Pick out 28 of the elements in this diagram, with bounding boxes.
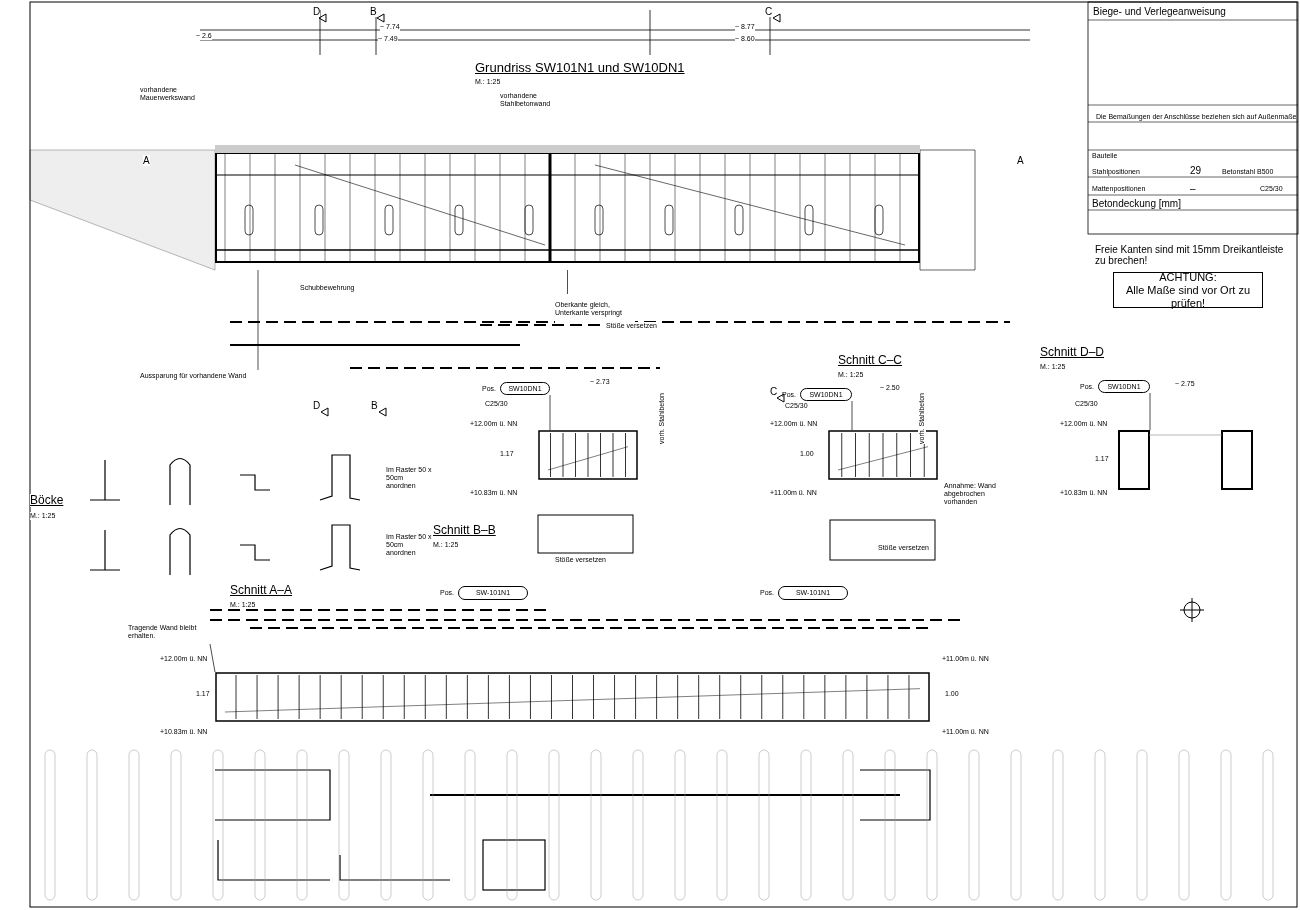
section-letter: B	[371, 400, 378, 411]
leader-line	[257, 269, 259, 371]
view-title: Schnitt B–B	[433, 524, 496, 537]
leader-line	[851, 400, 853, 431]
section-letter: D	[313, 400, 321, 411]
cross-section-drawing	[1118, 430, 1253, 490]
leader-line	[549, 394, 551, 431]
view-title: Schnitt D–D	[1040, 346, 1105, 359]
table-text: 29	[1190, 165, 1202, 176]
view-title: Böcke	[30, 494, 64, 507]
table-text: Biege- und Verlegeanweisung	[1093, 6, 1226, 17]
section-letter: A	[1017, 155, 1024, 166]
view-title: Schnitt C–C	[838, 354, 903, 367]
section-letter: D	[313, 6, 321, 17]
table-text: Betondeckung [mm]	[1092, 198, 1181, 209]
warning-box: ACHTUNG: Alle Maße sind vor Ort zu prüfen!	[1113, 272, 1263, 308]
view-title: Grundriss SW101N1 und SW10DN1	[475, 60, 685, 75]
leader-line	[1149, 392, 1151, 431]
view-title: Schnitt A–A	[230, 584, 293, 597]
section-letter: B	[370, 6, 377, 17]
cross-section-drawing	[538, 430, 638, 480]
leader-line	[567, 269, 568, 295]
leader-line	[209, 643, 216, 673]
section-letter: C	[770, 386, 778, 397]
section-letter: A	[143, 155, 150, 166]
section-letter: C	[765, 6, 773, 17]
cross-section-drawing	[828, 430, 938, 480]
longitudinal-section-drawing	[215, 672, 930, 722]
